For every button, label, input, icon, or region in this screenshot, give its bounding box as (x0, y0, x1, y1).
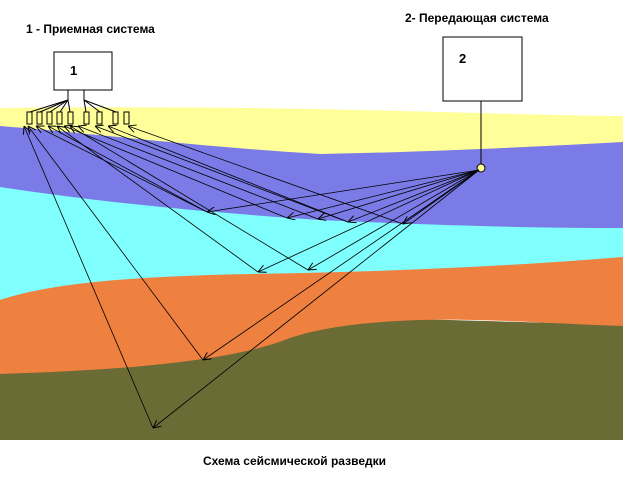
layer-yellow (0, 107, 623, 154)
receiving-system-label: 1 - Приемная система (26, 22, 155, 36)
geophones (26, 111, 130, 125)
geophone-icon (26, 111, 33, 125)
diagram-caption: Схема сейсмической разведки (203, 454, 386, 468)
geophone-icon (46, 111, 53, 125)
reflected-rays (24, 126, 404, 429)
layer-orange (0, 255, 623, 374)
geophone-icon (96, 111, 103, 125)
geophone-icon (83, 111, 90, 125)
geophone-icon (123, 111, 130, 125)
layer-blue (0, 124, 623, 228)
receiver-number: 1 (70, 63, 77, 78)
layer-cyan (0, 185, 623, 300)
transmitter-number: 2 (459, 51, 466, 66)
incident-rays (153, 169, 480, 428)
transmitter-box (442, 36, 523, 102)
geophone-icon (56, 111, 63, 125)
layer-olive (0, 319, 623, 440)
geophone-icon (67, 111, 74, 125)
transmitting-system-label: 2- Передающая система (405, 11, 549, 25)
geophone-icon (36, 111, 43, 125)
receiver-box (53, 51, 113, 91)
receiver-cables (29, 90, 117, 113)
geophone-icon (112, 111, 119, 125)
